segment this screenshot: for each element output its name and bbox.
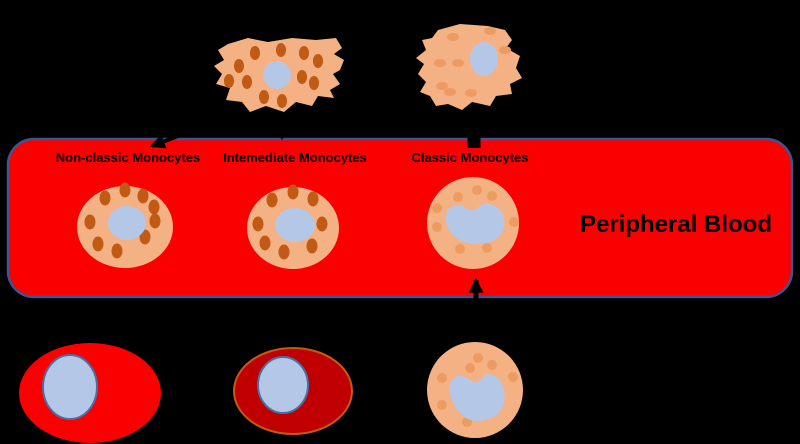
intermediate-monocyte-cell (247, 184, 339, 269)
classic-monocyte-cell (427, 177, 519, 269)
nucleus (108, 206, 146, 240)
cell-body (416, 24, 522, 110)
red-blood-cell-bright (19, 343, 161, 443)
label-intermediate-monocytes: Intemediate Monocytes (223, 150, 367, 165)
nucleus (263, 61, 291, 89)
granules (252, 184, 328, 260)
macrophage-cell-right (416, 24, 522, 110)
kidney-nucleus (445, 203, 505, 245)
nucleus (42, 354, 98, 420)
arrow-to-non-classic-icon (149, 114, 231, 149)
macrophage-cell-left (214, 38, 344, 112)
nucleus (470, 42, 498, 76)
nucleus (257, 356, 309, 414)
granules (224, 43, 323, 108)
granules (432, 185, 519, 254)
peripheral-blood-box (6, 137, 794, 299)
non-classic-monocyte-cell (77, 182, 173, 268)
label-classic-monocytes: Classic Monocytes (411, 150, 528, 165)
bone-marrow-monocyte-cell (427, 342, 523, 438)
granules (84, 182, 161, 259)
arrow-to-classic-icon (467, 110, 481, 148)
label-non-classic-monocytes: Non-classic Monocytes (56, 150, 201, 165)
nucleus (275, 208, 315, 242)
peripheral-blood-title: Peripheral Blood (580, 211, 772, 238)
kidney-nucleus (449, 374, 505, 421)
granules (434, 27, 511, 97)
red-blood-cell-dark (233, 347, 353, 435)
